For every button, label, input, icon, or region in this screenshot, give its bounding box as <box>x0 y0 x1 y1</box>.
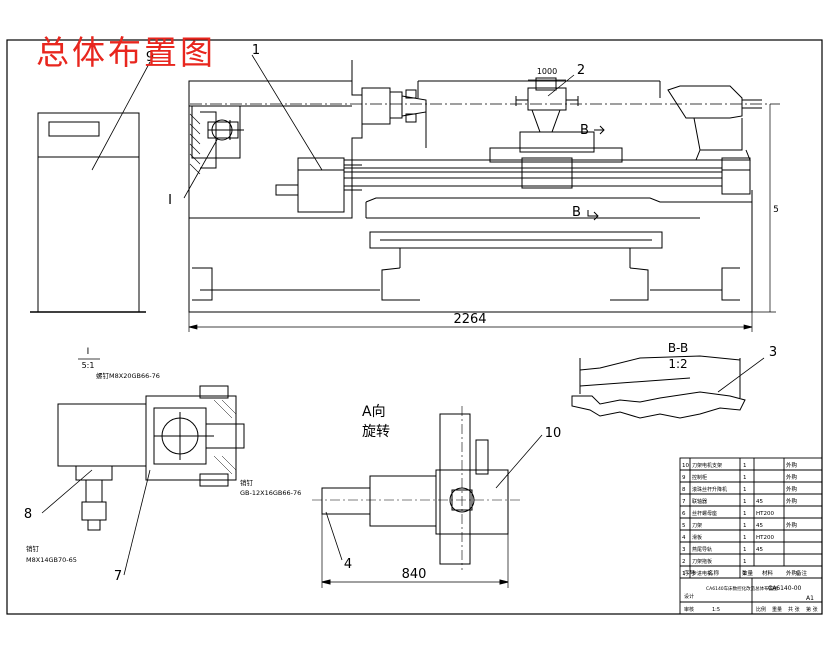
view-label-rotate: 旋转 <box>362 424 390 440</box>
parts-row-7-no: 7 <box>682 499 686 505</box>
section-scale: 1:2 <box>668 357 687 371</box>
parts-row-7-mat: 45 <box>756 499 763 505</box>
balloon-7: 7 <box>114 569 122 584</box>
header-material: 材料 <box>762 569 774 577</box>
parts-row-6-qty: 1 <box>743 511 747 517</box>
parts-row-4-qty: 1 <box>743 535 747 541</box>
callout-pin2-title: 销钉 <box>240 478 254 487</box>
header-no: 序号 <box>684 569 696 577</box>
callout-pin-title: 销钉 <box>26 544 40 553</box>
parts-row-5-qty: 1 <box>743 523 747 529</box>
balloon-2: 2 <box>577 63 585 78</box>
parts-row-3-mat: 45 <box>756 547 763 553</box>
parts-row-5-name: 刀架 <box>692 523 702 529</box>
balloon-i: I <box>168 193 172 208</box>
balloon-labels: 1 2 3 4 7 8 9 10 I <box>24 43 777 584</box>
parts-row-1-name: 步进电机 <box>692 570 712 577</box>
sign-design: 设计 <box>684 593 694 600</box>
detail-title: I <box>87 347 90 357</box>
parts-row-8-qty: 1 <box>743 487 747 493</box>
parts-row-10-no: 10 <box>682 463 689 469</box>
balloon-9: 9 <box>146 50 154 65</box>
parts-row-7-name: 联轴器 <box>692 498 707 505</box>
title-block-texts: 序号 名称 数量 材料 备注 CA6140车床数控化改造总体布置图 CA6140… <box>684 569 818 613</box>
parts-row-5-note: 外购 <box>786 521 798 529</box>
leader-lines <box>41 54 765 576</box>
lathe-main-view <box>188 60 780 313</box>
parts-row-4-name: 滑板 <box>692 534 702 541</box>
parts-row-8-name: 滚珠丝杆升降机 <box>692 486 727 493</box>
callout-pin2-spec: GB-12X16GB66-76 <box>240 489 301 497</box>
parts-row-10-name: 刀架电机支架 <box>692 462 722 469</box>
parts-row-10-note: 外购 <box>786 461 798 469</box>
balloon-1: 1 <box>252 43 260 58</box>
section-b-b <box>571 355 746 419</box>
sign-review: 审核 <box>684 606 694 613</box>
drawing-frame <box>6 39 823 615</box>
title-block <box>679 457 823 615</box>
drawing-number: CA6140-00 <box>768 585 802 592</box>
parts-row-8-note: 外购 <box>786 485 798 493</box>
dim-slide-length: 840 <box>402 567 427 582</box>
parts-row-4-no: 4 <box>682 535 686 541</box>
parts-row-9-note: 外购 <box>786 473 798 481</box>
parts-row-2-no: 2 <box>682 559 686 565</box>
parts-row-7-qty: 1 <box>743 499 747 505</box>
detail-i-view <box>57 385 245 531</box>
header-qty: 数量 <box>742 569 754 577</box>
section-marker-top: B <box>580 123 589 138</box>
parts-row-9-name: 控制柜 <box>692 474 707 481</box>
detail-scale: 5:1 <box>82 361 95 370</box>
parts-row-6-mat: HT200 <box>756 511 774 517</box>
sheet-size: A1 <box>806 595 814 602</box>
balloon-10: 10 <box>545 426 562 441</box>
parts-row-1-no: 1 <box>682 571 686 577</box>
dimension-texts: 2264 840 1000 5 <box>402 67 779 582</box>
balloon-4: 4 <box>344 557 352 572</box>
drawing-title: 总体布置图 <box>36 33 216 72</box>
parts-row-3-qty: 1 <box>743 547 747 553</box>
balloon-3: 3 <box>769 345 777 360</box>
balloon-8: 8 <box>24 507 32 522</box>
dim-height-mark: 5 <box>773 205 779 215</box>
parts-row-6-name: 丝杆螺母座 <box>692 510 717 517</box>
control-cabinet <box>30 112 146 313</box>
parts-row-5-mat: 45 <box>756 523 763 529</box>
parts-row-6-no: 6 <box>682 511 686 517</box>
parts-row-9-qty: 1 <box>743 475 747 481</box>
parts-row-4-mat: HT200 <box>756 535 774 541</box>
drawing-name: CA6140车床数控化改造总体布置图 <box>706 585 778 592</box>
parts-row-9-no: 9 <box>682 475 686 481</box>
parts-row-7-note: 外购 <box>786 497 798 505</box>
a-view-rotated <box>312 406 520 588</box>
label-sheets: 共 张 <box>788 606 800 613</box>
label-weight: 重量 <box>772 606 782 613</box>
parts-row-10-qty: 1 <box>743 463 747 469</box>
parts-row-2-name: 刀架拖板 <box>692 558 712 565</box>
header-note: 备注 <box>796 569 808 577</box>
parts-row-8-no: 8 <box>682 487 686 493</box>
dim-bed-length: 2264 <box>453 312 486 327</box>
parts-row-3-name: 燕尾导轨 <box>692 546 712 553</box>
scale-value: 1:5 <box>712 607 720 613</box>
label-sheet-no: 第 张 <box>806 606 818 613</box>
section-title: B-B <box>668 341 688 355</box>
callout-pin-spec: M8X14GB70-65 <box>26 556 77 564</box>
parts-row-1-note: 外购 <box>786 569 798 577</box>
parts-row-5-no: 5 <box>682 523 686 529</box>
parts-row-1-qty: 1 <box>743 571 747 577</box>
parts-row-3-no: 3 <box>682 547 686 553</box>
view-label-a: A向 <box>362 404 386 420</box>
label-scale: 比例 <box>756 606 766 613</box>
view-labels: B B B-B 1:2 I 5:1 A向 旋转 螺钉M8X20GB66-76 销… <box>26 123 688 564</box>
dimension-lines <box>188 79 776 332</box>
section-marker-bottom: B <box>572 205 581 220</box>
dim-saddle-width: 1000 <box>537 67 557 76</box>
callout-screw: 螺钉M8X20GB66-76 <box>96 371 160 380</box>
parts-row-2-qty: 1 <box>743 559 747 565</box>
header-name: 名称 <box>708 569 720 577</box>
